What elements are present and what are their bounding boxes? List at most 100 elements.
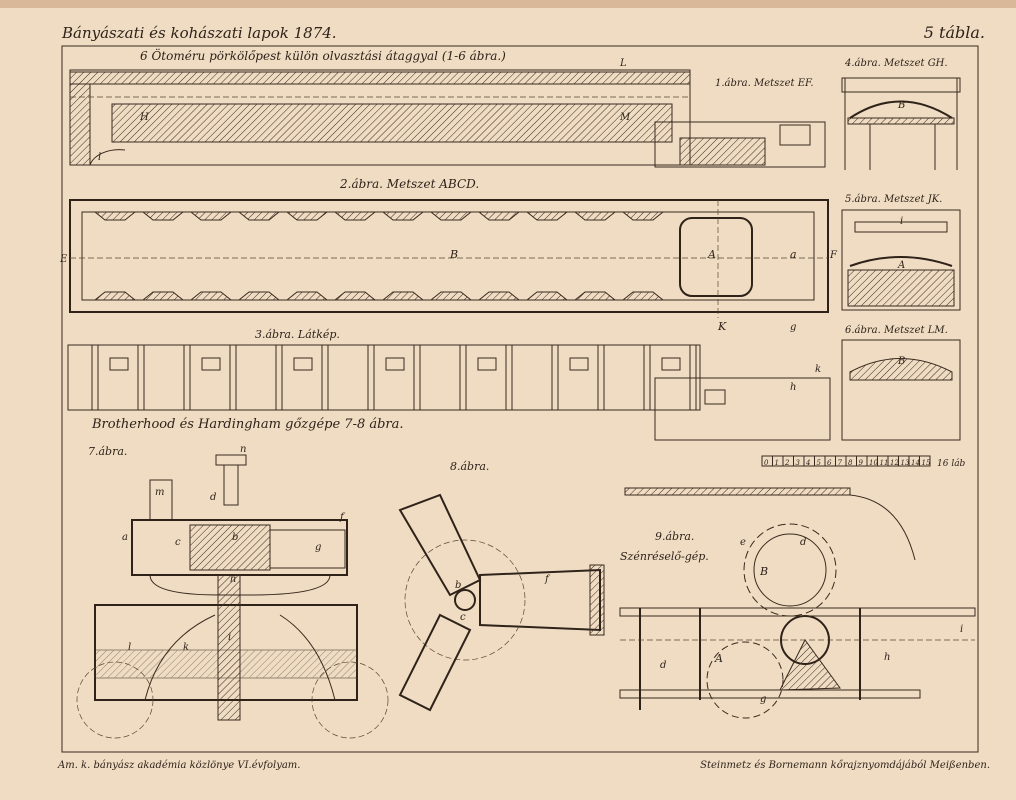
drawing-label: i [228, 632, 231, 643]
flue-port [525, 291, 569, 301]
drawing-label: d [800, 537, 806, 548]
drawing-label: K [717, 320, 727, 333]
drawing-label: B [897, 356, 905, 367]
door [385, 357, 405, 371]
scale-tick-label: 3 [796, 459, 801, 467]
drawing-label: m [155, 487, 164, 498]
flue-port [93, 291, 137, 301]
drawing-label: B [897, 100, 905, 111]
drawing-label: 2.ábra. Metszet ABCD. [339, 177, 479, 191]
main-title: 6 Ötoméru pörkölőpest külön olvasztási á… [140, 47, 506, 63]
drawing-label: E [59, 254, 68, 265]
figure-6-section-lm: 6.ábra. Metszet LM. B [841, 325, 961, 441]
drawing-label: Szénréselő-gép. [620, 550, 709, 563]
scale-tick-label: 14 [911, 459, 920, 467]
drawing-label: 6.ábra. Metszet LM. [845, 325, 948, 336]
footer-right: Steinmetz és Bornemann kőrajznyomdájából… [700, 760, 990, 771]
flue-port [429, 211, 473, 221]
drawing-label: a [122, 532, 128, 543]
flue-port [525, 211, 569, 221]
drawing-label: b [232, 532, 238, 543]
figure-9-coal-cutter: 9.ábra. Szénréselő-gép. B d e A h i d g [619, 487, 976, 719]
scale-tick-label: 1 [775, 459, 779, 467]
drawing-label: A [897, 260, 905, 271]
drawing-label: c [460, 612, 466, 623]
flue-port [189, 291, 233, 301]
drawing-label: h [230, 574, 236, 585]
buckstay [367, 344, 375, 411]
drawing-label: l [98, 152, 101, 163]
drawing-label: L [619, 58, 627, 69]
flue-port [477, 211, 521, 221]
scale-tick-label: 6 [827, 459, 832, 467]
drawing-label: l [128, 642, 131, 653]
flue-port [429, 291, 473, 301]
drawing-label: M [619, 112, 631, 123]
drawing-label: F [829, 250, 838, 261]
scale-tick-label: 4 [805, 459, 810, 467]
flue-port [237, 291, 281, 301]
flue-port [573, 211, 617, 221]
figure-4-section-gh: 4.ábra. Metszet GH. B [841, 58, 961, 170]
buckstay [459, 344, 467, 411]
drawing-label: c [175, 537, 181, 548]
drawing-label: e [740, 537, 746, 548]
drawing-label: f [339, 512, 346, 523]
flue-port [573, 291, 617, 301]
drawing-label: d [210, 492, 216, 503]
drawing-label: 5.ábra. Metszet JK. [845, 194, 942, 205]
buckstay [275, 344, 283, 411]
drawing-label: 7.ábra. [88, 445, 127, 458]
drawing-label: n [240, 444, 246, 455]
journal-title: Bányászati és kohászati lapok 1874. [61, 24, 337, 42]
drawing-label: k [815, 364, 821, 375]
scale-tick-label: 13 [901, 459, 910, 467]
flue-port [141, 291, 185, 301]
flue-port [333, 291, 377, 301]
buckstay [643, 344, 651, 411]
figure-2-plan-abcd: 2.ábra. Metszet ABCD. B A a E F K g [59, 177, 838, 333]
flue-port [381, 291, 425, 301]
scale-tick-label: 2 [784, 459, 790, 467]
door [109, 357, 129, 371]
door [661, 357, 681, 371]
drawing-label: 4.ábra. Metszet GH. [844, 58, 948, 69]
scale-tick-label: 12 [890, 459, 899, 467]
flue-port [285, 211, 329, 221]
scale-tick-label: 7 [838, 459, 843, 467]
drawing-label: B [759, 565, 768, 578]
plate-border [61, 45, 979, 753]
drawing-label: i [900, 216, 903, 227]
scale-tick-label: 15 [922, 459, 931, 467]
flue-port [621, 211, 665, 221]
drawing-label: A [714, 652, 723, 665]
drawing-label: k [183, 642, 189, 653]
figure-8-three-cylinder: 8.ábra. b c f [398, 460, 605, 712]
buckstay [137, 344, 145, 411]
drawing-label: 1.ábra. Metszet EF. [715, 78, 814, 89]
flue-port [141, 211, 185, 221]
drawing-label: B [449, 248, 458, 261]
figure-7-steam-engine-section: 7.ábra. n m a b c d f g h i k l [76, 444, 389, 739]
drawing-label: f [544, 574, 551, 585]
buckstay [91, 344, 99, 411]
door [569, 357, 589, 371]
buckstay [321, 344, 329, 411]
drawing-label: A [707, 248, 716, 261]
drawing-label: 8.ábra. [450, 460, 489, 473]
door [293, 357, 313, 371]
flue-port [189, 211, 233, 221]
buckstay [229, 344, 237, 411]
scale-tick-label: 5 [817, 459, 822, 467]
buckstay [505, 344, 513, 411]
drawing-label: g [315, 542, 321, 553]
flue-port [93, 211, 137, 221]
scale-tick-label: 10 [869, 459, 878, 467]
buckstay [413, 344, 421, 411]
flue-port [621, 291, 665, 301]
drawing-label: h [884, 652, 890, 663]
plate-number: 5 tábla. [924, 23, 985, 42]
engine-title: Brotherhood és Hardingham gőzgépe 7-8 áb… [91, 417, 404, 432]
